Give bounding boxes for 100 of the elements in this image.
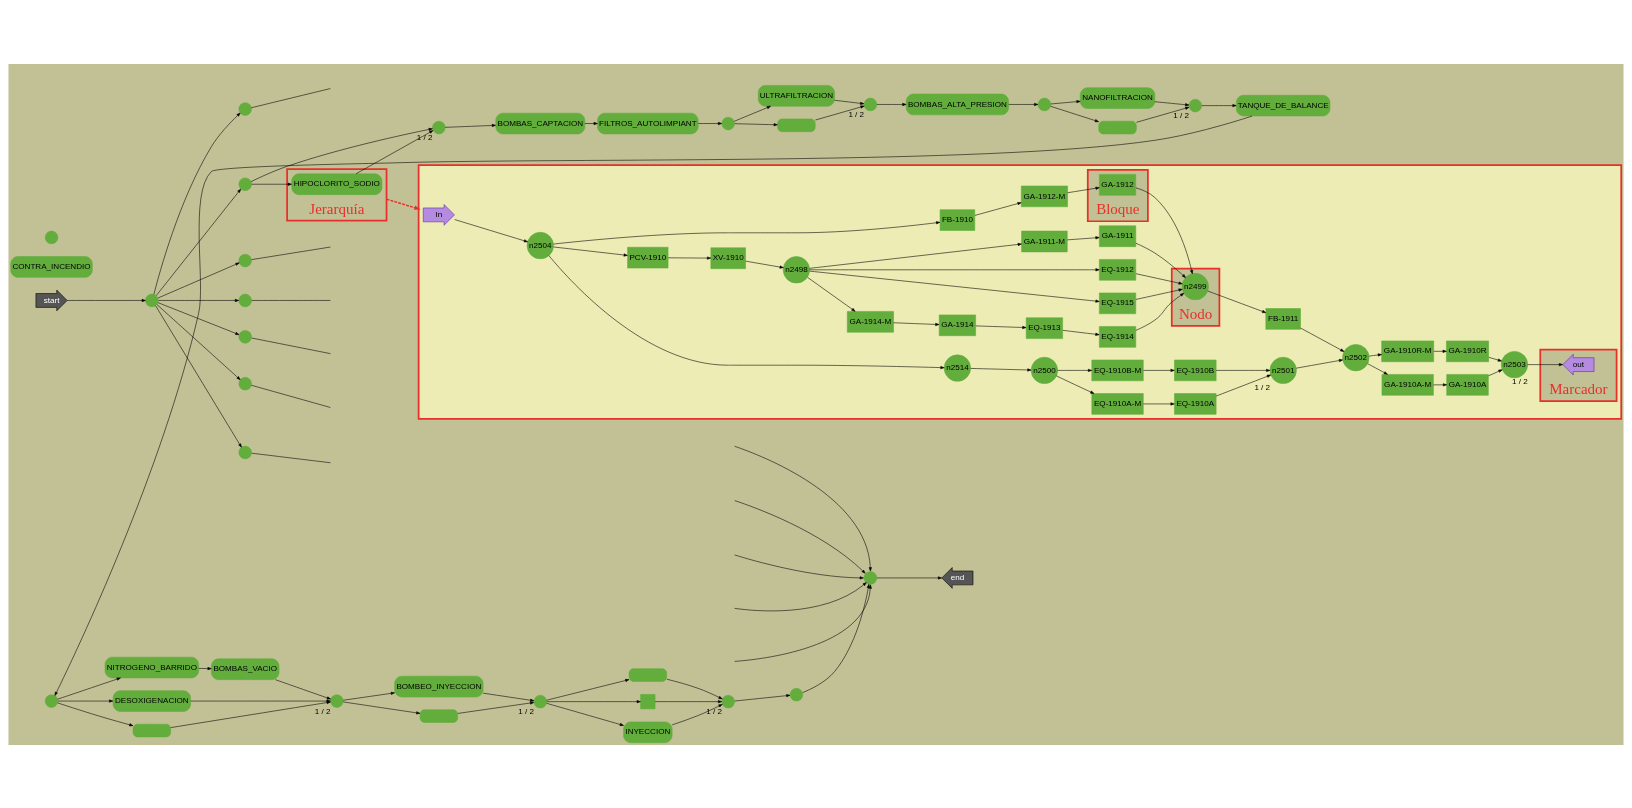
arrow — [734, 583, 872, 662]
arrow — [546, 702, 624, 726]
arrow — [698, 121, 722, 125]
arrow — [251, 182, 292, 186]
arrow — [745, 260, 784, 269]
node-circle — [789, 687, 804, 701]
arrow — [876, 575, 942, 579]
arrow — [482, 692, 535, 702]
arrow — [57, 677, 121, 699]
node-box — [640, 693, 656, 709]
arrow — [66, 298, 146, 302]
arrow — [802, 581, 872, 693]
arrow — [1433, 382, 1447, 386]
arrow — [974, 201, 1022, 216]
arrow — [342, 691, 395, 700]
cluster — [417, 163, 1623, 420]
arrow — [1135, 187, 1194, 274]
node-circle — [1037, 97, 1052, 111]
arrow — [1143, 368, 1175, 372]
arrow — [1368, 352, 1382, 356]
node-circle — [330, 693, 344, 708]
node-circle — [1188, 98, 1202, 112]
node-circle — [238, 293, 252, 307]
node-circle — [721, 694, 735, 708]
arrow — [457, 701, 535, 714]
node-circle — [238, 329, 252, 343]
arrow — [666, 678, 723, 699]
arrow — [893, 321, 940, 326]
arrow — [734, 581, 870, 611]
arrow — [876, 102, 907, 106]
arrow — [444, 123, 496, 128]
arrow — [1154, 100, 1190, 106]
arrow — [1488, 368, 1503, 376]
node-circle — [44, 230, 59, 244]
arrow — [553, 220, 941, 244]
arrow — [57, 699, 114, 703]
arrow — [1300, 327, 1345, 352]
arrow — [733, 105, 771, 122]
arrow — [553, 246, 628, 256]
arrow — [1215, 368, 1271, 372]
node-circle — [238, 445, 252, 459]
arrow — [584, 121, 598, 125]
arrow — [1050, 105, 1099, 122]
arrow — [1433, 349, 1447, 353]
arrow — [1295, 358, 1343, 368]
arrow — [153, 112, 241, 295]
arrow — [1008, 102, 1039, 106]
arrow — [157, 301, 240, 335]
arrow — [975, 325, 1027, 329]
arrow — [158, 298, 239, 302]
arrow — [275, 678, 331, 699]
arrow — [546, 678, 630, 700]
connector — [251, 87, 331, 108]
node-box — [1098, 120, 1137, 134]
node-circle — [721, 116, 735, 130]
arrow — [815, 105, 865, 120]
arrow — [809, 267, 1100, 271]
arrow — [734, 122, 778, 126]
node-box — [419, 708, 458, 723]
arrow — [1135, 242, 1186, 278]
arrow — [170, 700, 331, 728]
arrow — [734, 445, 872, 571]
arrow — [156, 303, 241, 380]
arrow — [671, 703, 723, 725]
arrow — [1143, 401, 1175, 405]
arrow — [1136, 106, 1190, 123]
arrow — [250, 127, 433, 182]
arrow — [385, 197, 421, 210]
arrow — [1050, 99, 1081, 104]
arrow — [734, 499, 866, 574]
node-circle — [238, 253, 252, 267]
node-box — [777, 118, 816, 132]
arrow — [1367, 362, 1388, 375]
arrow — [734, 554, 864, 579]
arrow — [1135, 272, 1183, 285]
node-circle — [863, 97, 878, 111]
arrow — [1067, 235, 1100, 240]
arrow — [1207, 290, 1267, 313]
arrow — [1067, 186, 1100, 193]
arrow — [57, 702, 134, 726]
connector — [251, 384, 331, 408]
node-box — [628, 667, 667, 682]
arrow — [734, 693, 791, 701]
arrow — [1057, 368, 1092, 372]
arrow — [970, 367, 1032, 371]
arrow — [342, 701, 421, 714]
arrow — [809, 242, 1022, 269]
node-circle — [533, 694, 547, 708]
arrow — [1062, 329, 1100, 336]
arrow — [834, 99, 865, 105]
arrow — [1135, 292, 1185, 331]
arrow — [1135, 288, 1183, 300]
arrow — [190, 699, 331, 703]
arrow — [809, 270, 1100, 303]
arrow — [155, 304, 242, 448]
arrow — [157, 262, 240, 298]
arrow — [546, 699, 641, 703]
arrow — [1056, 375, 1095, 394]
arrow — [654, 699, 723, 703]
arrow — [807, 276, 856, 312]
